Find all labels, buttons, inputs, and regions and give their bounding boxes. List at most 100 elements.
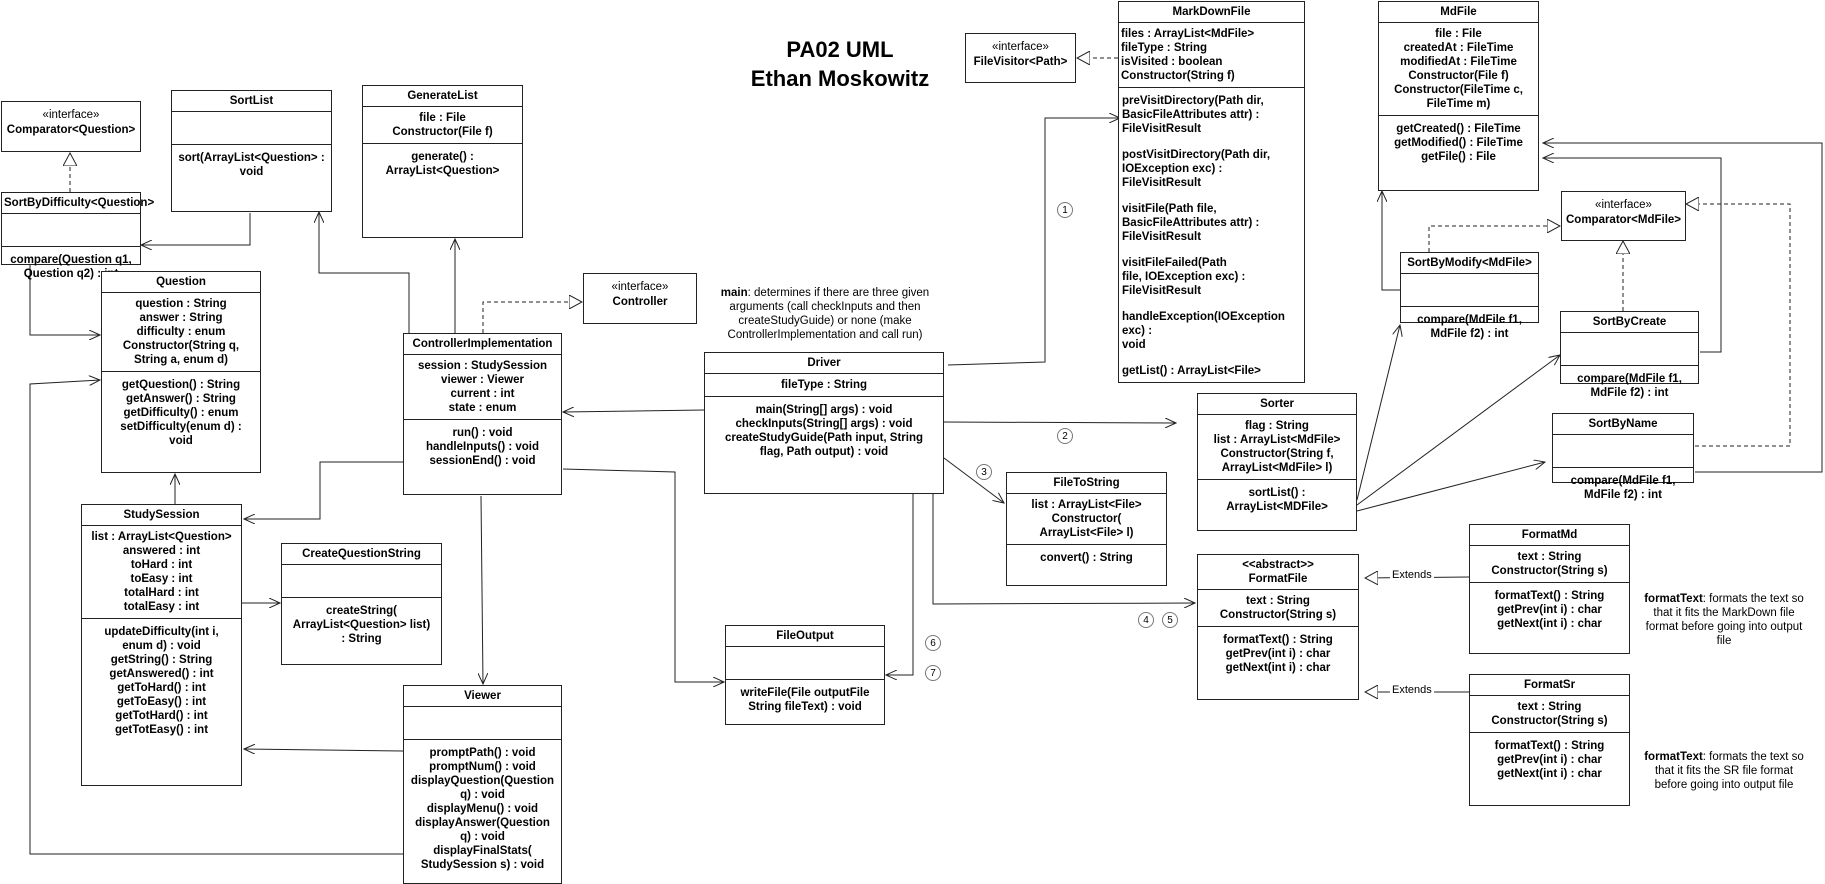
label-extends-formatmd: Extends — [1390, 569, 1434, 581]
operation: getTotEasy() : int — [114, 724, 209, 736]
attribute: file : File — [419, 112, 466, 124]
note-formatsr: formatText: formats the text so that it … — [1638, 750, 1810, 792]
attribute: toEasy : int — [130, 573, 193, 585]
step-number-1: 1 — [1057, 202, 1073, 218]
class-name-line: <<abstract>> — [1242, 559, 1314, 571]
attribute: fileType : String — [780, 379, 868, 391]
class-name: Viewer — [404, 686, 561, 707]
diagram-title: PA02 UML Ethan Moskowitz — [720, 35, 960, 93]
attribute: fileType : String — [1121, 42, 1208, 54]
operation: getFile() : File — [1421, 151, 1496, 163]
attribute: text : String — [1517, 551, 1582, 563]
operations-section: compare(MdFile f1,MdFile f2) : int — [1561, 366, 1698, 406]
operations-section: compare(MdFile f1,MdFile f2) : int — [1553, 468, 1693, 508]
class-sortlist[interactable]: SortList sort(ArrayList<Question> : void — [171, 90, 332, 212]
class-name: Question — [102, 272, 260, 293]
attribute: difficulty : enum — [136, 326, 226, 338]
attribute: answered : int — [122, 545, 201, 557]
class-name: SortList — [172, 91, 331, 112]
class-name: SortByName — [1553, 414, 1693, 435]
note-keyword: formatText — [1644, 593, 1703, 605]
interface-filevisitor[interactable]: «interface» FileVisitor<Path> — [965, 33, 1076, 83]
operation: getNext(int i) : char — [1497, 618, 1602, 630]
operation: run() : void — [452, 427, 513, 439]
attribute: Constructor(String f, — [1220, 448, 1334, 460]
attribute: state : enum — [448, 402, 517, 414]
attribute: Constructor(FileTime c, — [1394, 84, 1523, 96]
operation: FileVisitResult — [1122, 285, 1202, 297]
operations-section: createString(ArrayList<Question> list): … — [282, 598, 441, 652]
operation: handleException(IOException exc) : — [1122, 311, 1289, 337]
interface-comparator-mdfile[interactable]: «interface» Comparator<MdFile> — [1561, 191, 1686, 241]
edge-sortbyname-comparator — [1686, 204, 1791, 447]
note-text: : formats the text so that it fits the M… — [1645, 593, 1804, 647]
class-name: MarkDownFile — [1119, 2, 1304, 23]
operation: formatText() : String — [1223, 634, 1333, 646]
operation: void — [1122, 339, 1146, 351]
step-number-5: 5 — [1162, 612, 1178, 628]
attributes-section — [172, 112, 331, 145]
attribute: file : File — [1435, 28, 1482, 40]
attributes-section — [1401, 274, 1538, 307]
edge-viewer-studysession — [244, 749, 404, 751]
interface-comparator-question[interactable]: «interface» Comparator<Question> — [1, 101, 141, 152]
attributes-section — [404, 707, 561, 740]
attribute: Constructor( — [1051, 513, 1122, 525]
operation: file, IOException exc) : — [1122, 271, 1246, 283]
attribute: Constructor(File f) — [392, 126, 493, 138]
attribute: totalHard : int — [124, 587, 199, 599]
attribute: ArrayList<File> l) — [1039, 527, 1134, 539]
operation-gap — [1122, 136, 1301, 148]
interface-name: FileVisitor<Path> — [973, 56, 1068, 68]
class-sortbydifficulty[interactable]: SortByDifficulty<Question>compare(Questi… — [1, 192, 154, 280]
interface-controller[interactable]: «interface» Controller — [583, 273, 697, 324]
attributes-section — [1553, 435, 1693, 468]
edge-driver-fileoutput — [886, 494, 914, 675]
operation: MdFile f2) : int — [1430, 328, 1509, 340]
edge-controller-interface — [482, 302, 582, 333]
operation: formatText() : String — [1494, 740, 1605, 752]
edge-controller-viewer — [481, 495, 483, 684]
note-main: main: determines if there are three give… — [705, 286, 945, 342]
edge-sortbymodify-mdfile — [1382, 191, 1400, 291]
attribute: FileTime m) — [1426, 98, 1491, 110]
step-number-6: 6 — [925, 635, 941, 651]
operation: updateDifficulty(int i, — [104, 626, 219, 638]
operations-section: sortList() :ArrayList<MDFile> — [1198, 480, 1356, 520]
operations-section: generate() :ArrayList<Question> — [363, 144, 522, 184]
class-sortbymodify[interactable]: SortByModify<MdFile>compare(MdFile f1,Md… — [1400, 252, 1539, 340]
operation: postVisitDirectory(Path dir, — [1122, 149, 1271, 161]
stereotype-label: «interface» — [992, 41, 1049, 53]
operation: getAnswered() : int — [109, 668, 214, 680]
attributes-section: files : ArrayList<MdFile>fileType : Stri… — [1119, 23, 1304, 88]
operation: compare(Question q1, Question q2) : int — [10, 254, 135, 280]
operations-section: sort(ArrayList<Question> : void — [172, 145, 331, 185]
interface-name: Comparator<MdFile> — [1565, 214, 1682, 226]
